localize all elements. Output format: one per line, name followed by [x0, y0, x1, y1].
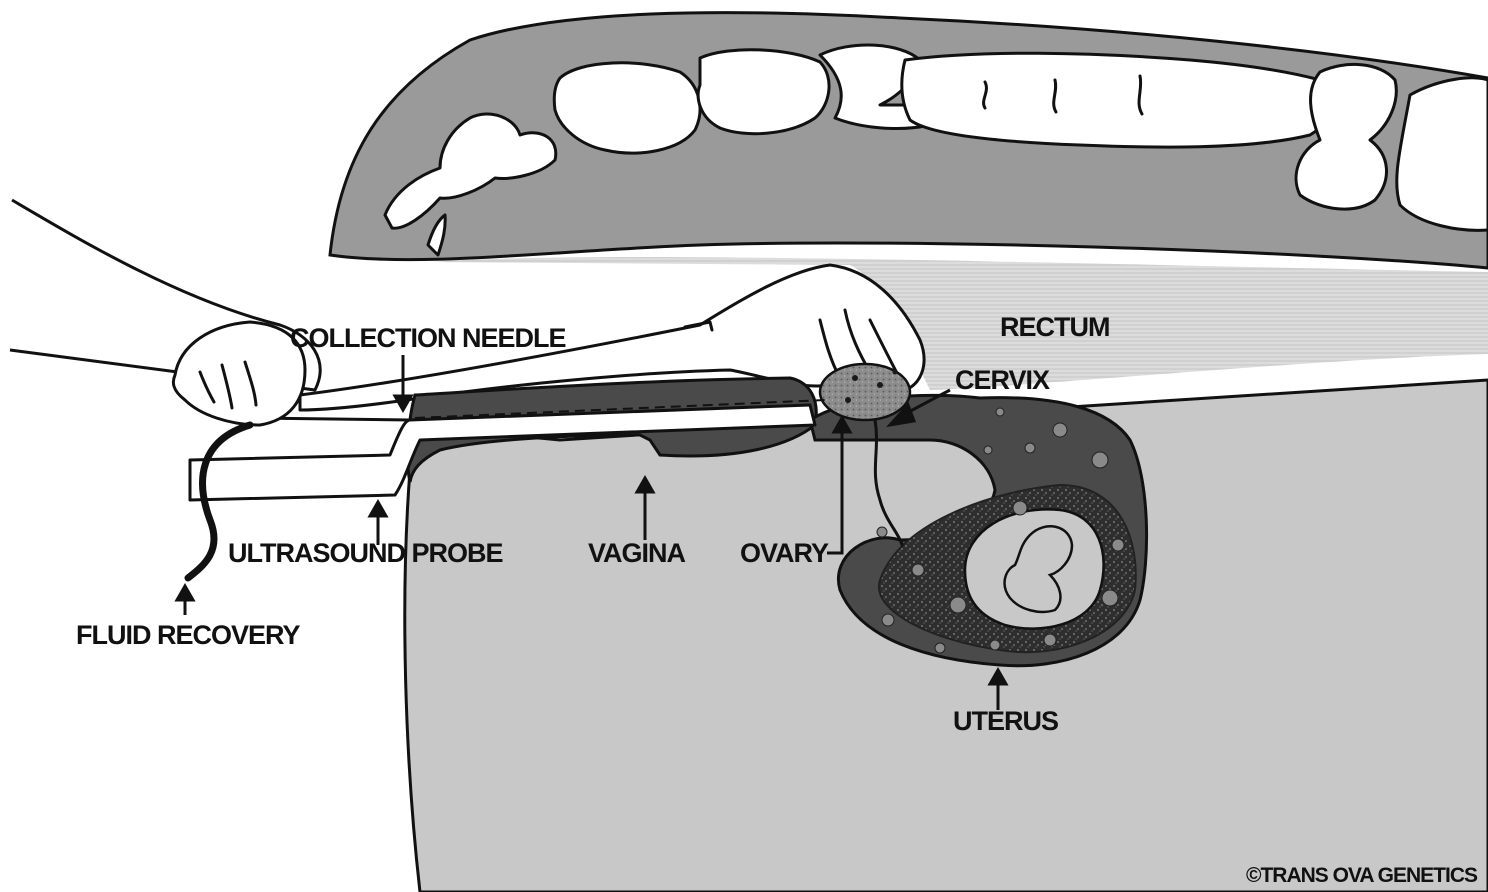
label-ovary: OVARY [740, 538, 829, 568]
label-collection-needle: COLLECTION NEEDLE [290, 323, 566, 353]
copyright-notice: ©TRANS OVA GENETICS [1246, 864, 1478, 887]
label-uterus: UTERUS [953, 706, 1058, 736]
label-rectum: RECTUM [1000, 312, 1110, 342]
label-ultrasound-probe: ULTRASOUND PROBE [228, 538, 503, 568]
label-cervix: CERVIX [955, 365, 1050, 395]
label-fluid-recovery: FLUID RECOVERY [76, 620, 301, 650]
label-vagina: VAGINA [588, 538, 686, 568]
